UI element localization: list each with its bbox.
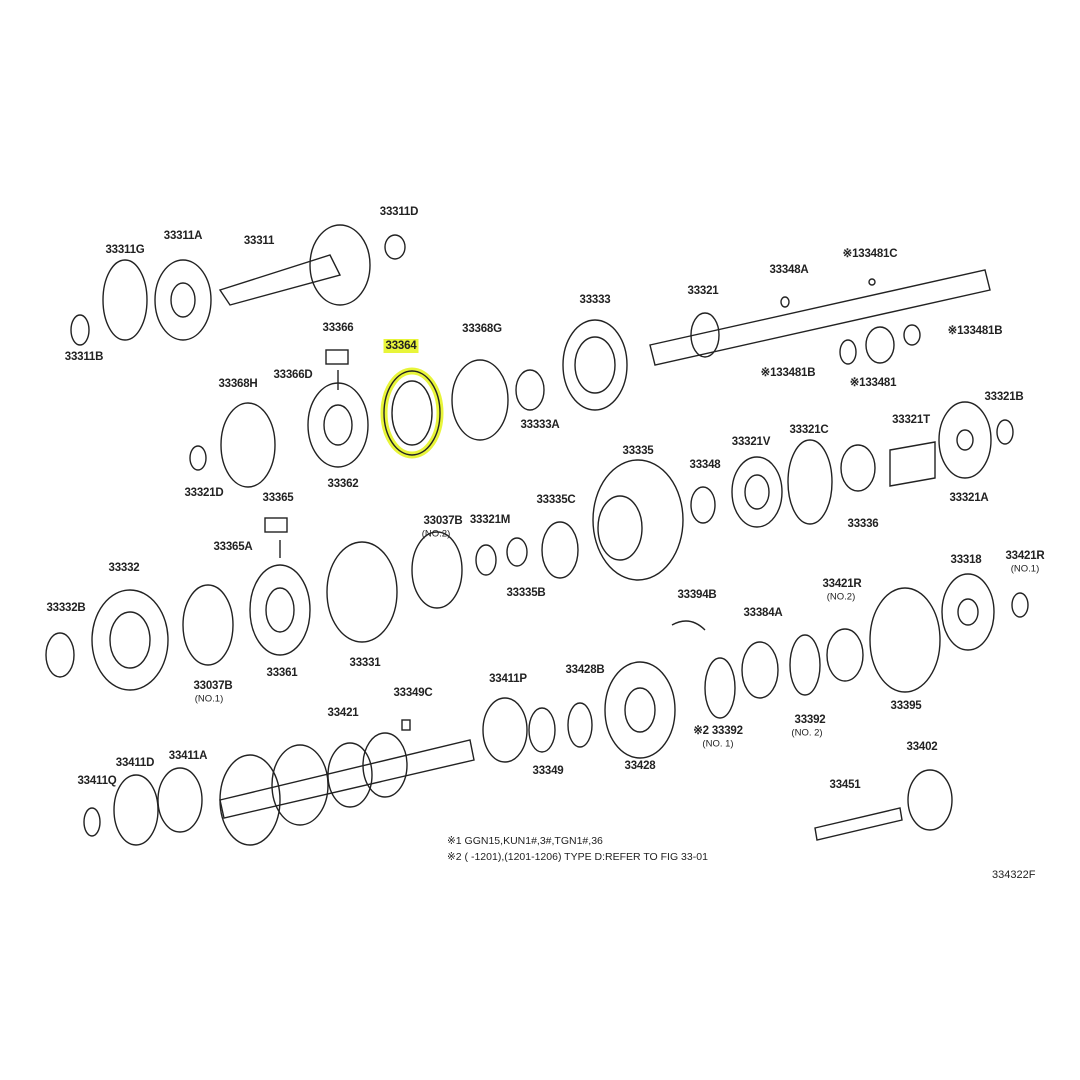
part-label[interactable]: 33335C xyxy=(536,494,576,506)
part-label[interactable]: 33332B xyxy=(46,602,86,614)
part-label[interactable]: 33394B xyxy=(677,589,717,601)
part-label[interactable]: 33311A xyxy=(163,230,203,242)
part-label[interactable]: 33331 xyxy=(349,657,381,669)
output-shaft xyxy=(649,269,991,366)
part-label[interactable]: 33321T xyxy=(892,414,930,426)
part-label[interactable]: 33368H xyxy=(218,378,258,390)
part-label[interactable]: 33362 xyxy=(327,478,359,490)
part-label[interactable]: 33365A xyxy=(213,541,253,553)
part-sublabel: (NO. 1) xyxy=(702,738,734,750)
part-label[interactable]: 33411D xyxy=(115,757,155,769)
part-label[interactable]: 33321 xyxy=(687,285,719,297)
part-label[interactable]: 33335B xyxy=(506,587,546,599)
shaft-33451 xyxy=(814,807,903,841)
part-label[interactable]: 33402 xyxy=(906,741,938,753)
part-label[interactable]: 33392 xyxy=(794,714,826,726)
part-sublabel: (NO.2) xyxy=(826,591,856,603)
part-label[interactable]: 33451 xyxy=(829,779,861,791)
part-label[interactable]: 33365 xyxy=(262,492,294,504)
part-label[interactable]: 33421R xyxy=(822,578,862,590)
part-label[interactable]: 33336 xyxy=(847,518,879,530)
figure-code: 334322F xyxy=(992,869,1036,881)
part-label[interactable]: 33411A xyxy=(168,750,208,762)
part-sublabel: (NO.1) xyxy=(194,693,224,705)
part-label[interactable]: 33384A xyxy=(743,607,783,619)
part-label[interactable]: 33321M xyxy=(469,514,511,526)
part-label[interactable]: 33321D xyxy=(184,487,224,499)
footnote-2: ※2 ( -1201),(1201-1206) TYPE D:REFER TO … xyxy=(447,851,708,863)
part-label[interactable]: 33348A xyxy=(769,264,809,276)
part-label[interactable]: 33311G xyxy=(105,244,145,256)
part-label[interactable]: 33421R xyxy=(1005,550,1045,562)
part-label[interactable]: 33333 xyxy=(579,294,611,306)
part-label[interactable]: 33349 xyxy=(532,765,564,777)
part-label[interactable]: 33332 xyxy=(108,562,140,574)
part-label[interactable]: 33318 xyxy=(950,554,982,566)
part-label[interactable]: 33321A xyxy=(949,492,989,504)
part-label[interactable]: 33311D xyxy=(379,206,419,218)
part-label[interactable]: ※133481 xyxy=(849,377,897,389)
part-label[interactable]: 33321B xyxy=(984,391,1024,403)
part-label[interactable]: 33411P xyxy=(489,673,527,685)
part-sublabel: (NO. 2) xyxy=(791,727,823,739)
part-label[interactable]: ※133481C xyxy=(842,248,898,260)
part-sublabel: (NO.2) xyxy=(421,528,451,540)
part-label[interactable]: 33311B xyxy=(64,351,104,363)
part-label[interactable]: 33428 xyxy=(624,760,656,772)
part-sublabel: (NO.1) xyxy=(1010,563,1040,575)
highlighted-part-label[interactable]: 33364 xyxy=(383,339,419,353)
part-label[interactable]: 33395 xyxy=(890,700,922,712)
part-label[interactable]: 33321V xyxy=(731,436,771,448)
input-shaft xyxy=(218,254,342,306)
part-label[interactable]: ※133481B xyxy=(760,367,816,379)
part-label[interactable]: 33366D xyxy=(273,369,313,381)
part-label[interactable]: ※2 33392 xyxy=(693,725,743,737)
part-label[interactable]: 33311 xyxy=(243,235,275,247)
part-label[interactable]: 33361 xyxy=(266,667,298,679)
part-label[interactable]: 33321C xyxy=(789,424,829,436)
part-label[interactable]: 33349C xyxy=(393,687,433,699)
part-label[interactable]: 33366 xyxy=(322,322,354,334)
part-label[interactable]: 33348 xyxy=(689,459,721,471)
part-label[interactable]: 33368G xyxy=(462,323,502,335)
footnote-1: ※1 GGN15,KUN1#,3#,TGN1#,36 xyxy=(447,835,603,847)
input-gear xyxy=(309,224,371,306)
part-label[interactable]: 33421 xyxy=(327,707,359,719)
part-label[interactable]: 33333A xyxy=(520,419,560,431)
part-label[interactable]: 33037B xyxy=(423,515,463,527)
part-label[interactable]: 33037B xyxy=(193,680,233,692)
part-label[interactable]: 33411Q xyxy=(77,775,117,787)
part-label[interactable]: ※133481B xyxy=(947,325,1003,337)
countershaft xyxy=(219,739,475,819)
part-label[interactable]: 33428B xyxy=(565,664,605,676)
part-label[interactable]: 33335 xyxy=(622,445,654,457)
